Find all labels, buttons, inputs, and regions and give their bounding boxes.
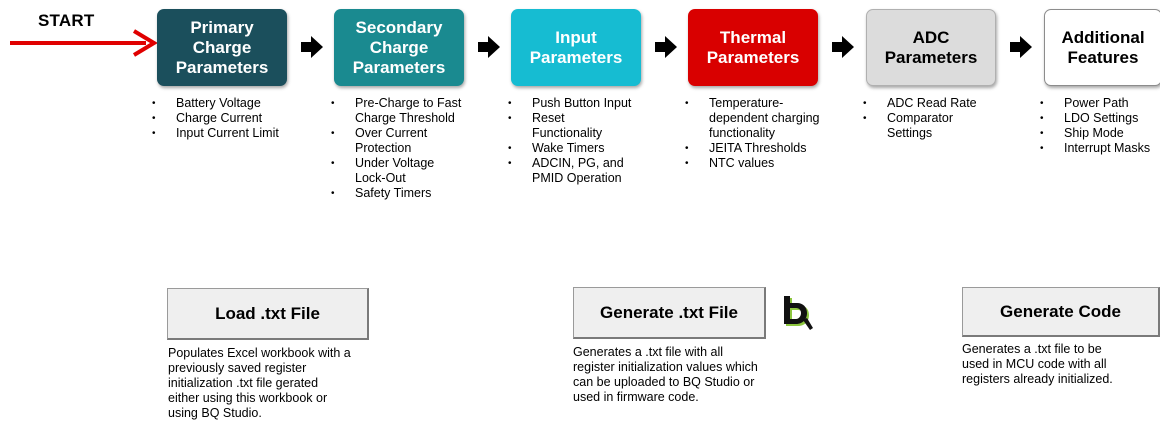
flow-arrow-icon [1010, 36, 1032, 58]
start-label: START [38, 11, 95, 30]
step-thermal[interactable]: Thermal Parameters [688, 9, 818, 86]
step-adc[interactable]: ADC Parameters [866, 9, 996, 86]
list-item: Wake Timers [508, 141, 631, 156]
step-additional[interactable]: Additional Features [1044, 9, 1160, 86]
step-thermal-title: Thermal Parameters [706, 27, 800, 67]
input-list: Push Button Input Reset Functionality Wa… [508, 96, 631, 186]
step-secondary-charge[interactable]: Secondary Charge Parameters [334, 9, 464, 86]
load-txt-file-button[interactable]: Load .txt File [167, 288, 369, 340]
flow-arrow-icon [832, 36, 854, 58]
step-additional-title: Additional Features [1061, 27, 1145, 67]
list-item: Under Voltage Lock-Out [331, 156, 461, 186]
list-item: ADC Read Rate [863, 96, 977, 111]
flow-arrow-icon [478, 36, 500, 58]
list-item: Battery Voltage [152, 96, 279, 111]
additional-list: Power Path LDO Settings Ship Mode Interr… [1040, 96, 1150, 156]
flow-arrow-icon [301, 36, 323, 58]
flow-arrow-icon [655, 36, 677, 58]
step-secondary-charge-title: Secondary Charge Parameters [352, 17, 446, 77]
list-item: Ship Mode [1040, 126, 1150, 141]
list-item: Input Current Limit [152, 126, 279, 141]
generate-txt-file-button[interactable]: Generate .txt File [573, 287, 766, 339]
primary-charge-list: Battery Voltage Charge Current Input Cur… [152, 96, 279, 141]
generate-txt-file-description: Generates a .txt file with all register … [573, 345, 758, 404]
step-primary-charge-title: Primary Charge Parameters [175, 17, 269, 77]
secondary-charge-list: Pre-Charge to Fast Charge Threshold Over… [331, 96, 461, 201]
adc-list: ADC Read Rate Comparator Settings [863, 96, 977, 141]
list-item: Safety Timers [331, 186, 461, 201]
list-item: Interrupt Masks [1040, 141, 1150, 156]
generate-code-description: Generates a .txt file to be used in MCU … [962, 342, 1113, 386]
bq-logo-icon [784, 296, 813, 330]
step-input[interactable]: Input Parameters [511, 9, 641, 86]
list-item: Over Current Protection [331, 126, 461, 156]
list-item: Temperature- dependent charging function… [685, 96, 820, 141]
thermal-list: Temperature- dependent charging function… [685, 96, 820, 171]
list-item: Power Path [1040, 96, 1150, 111]
load-txt-file-description: Populates Excel workbook with a previous… [168, 346, 351, 420]
list-item: Reset Functionality [508, 111, 631, 141]
list-item: Comparator Settings [863, 111, 977, 141]
step-primary-charge[interactable]: Primary Charge Parameters [157, 9, 287, 86]
list-item: NTC values [685, 156, 820, 171]
list-item: LDO Settings [1040, 111, 1150, 126]
generate-code-button[interactable]: Generate Code [962, 287, 1160, 337]
list-item: JEITA Thresholds [685, 141, 820, 156]
list-item: Pre-Charge to Fast Charge Threshold [331, 96, 461, 126]
step-adc-title: ADC Parameters [884, 27, 978, 67]
step-input-title: Input Parameters [529, 27, 623, 67]
start-arrow-icon [10, 29, 158, 57]
list-item: Charge Current [152, 111, 279, 126]
list-item: ADCIN, PG, and PMID Operation [508, 156, 631, 186]
list-item: Push Button Input [508, 96, 631, 111]
